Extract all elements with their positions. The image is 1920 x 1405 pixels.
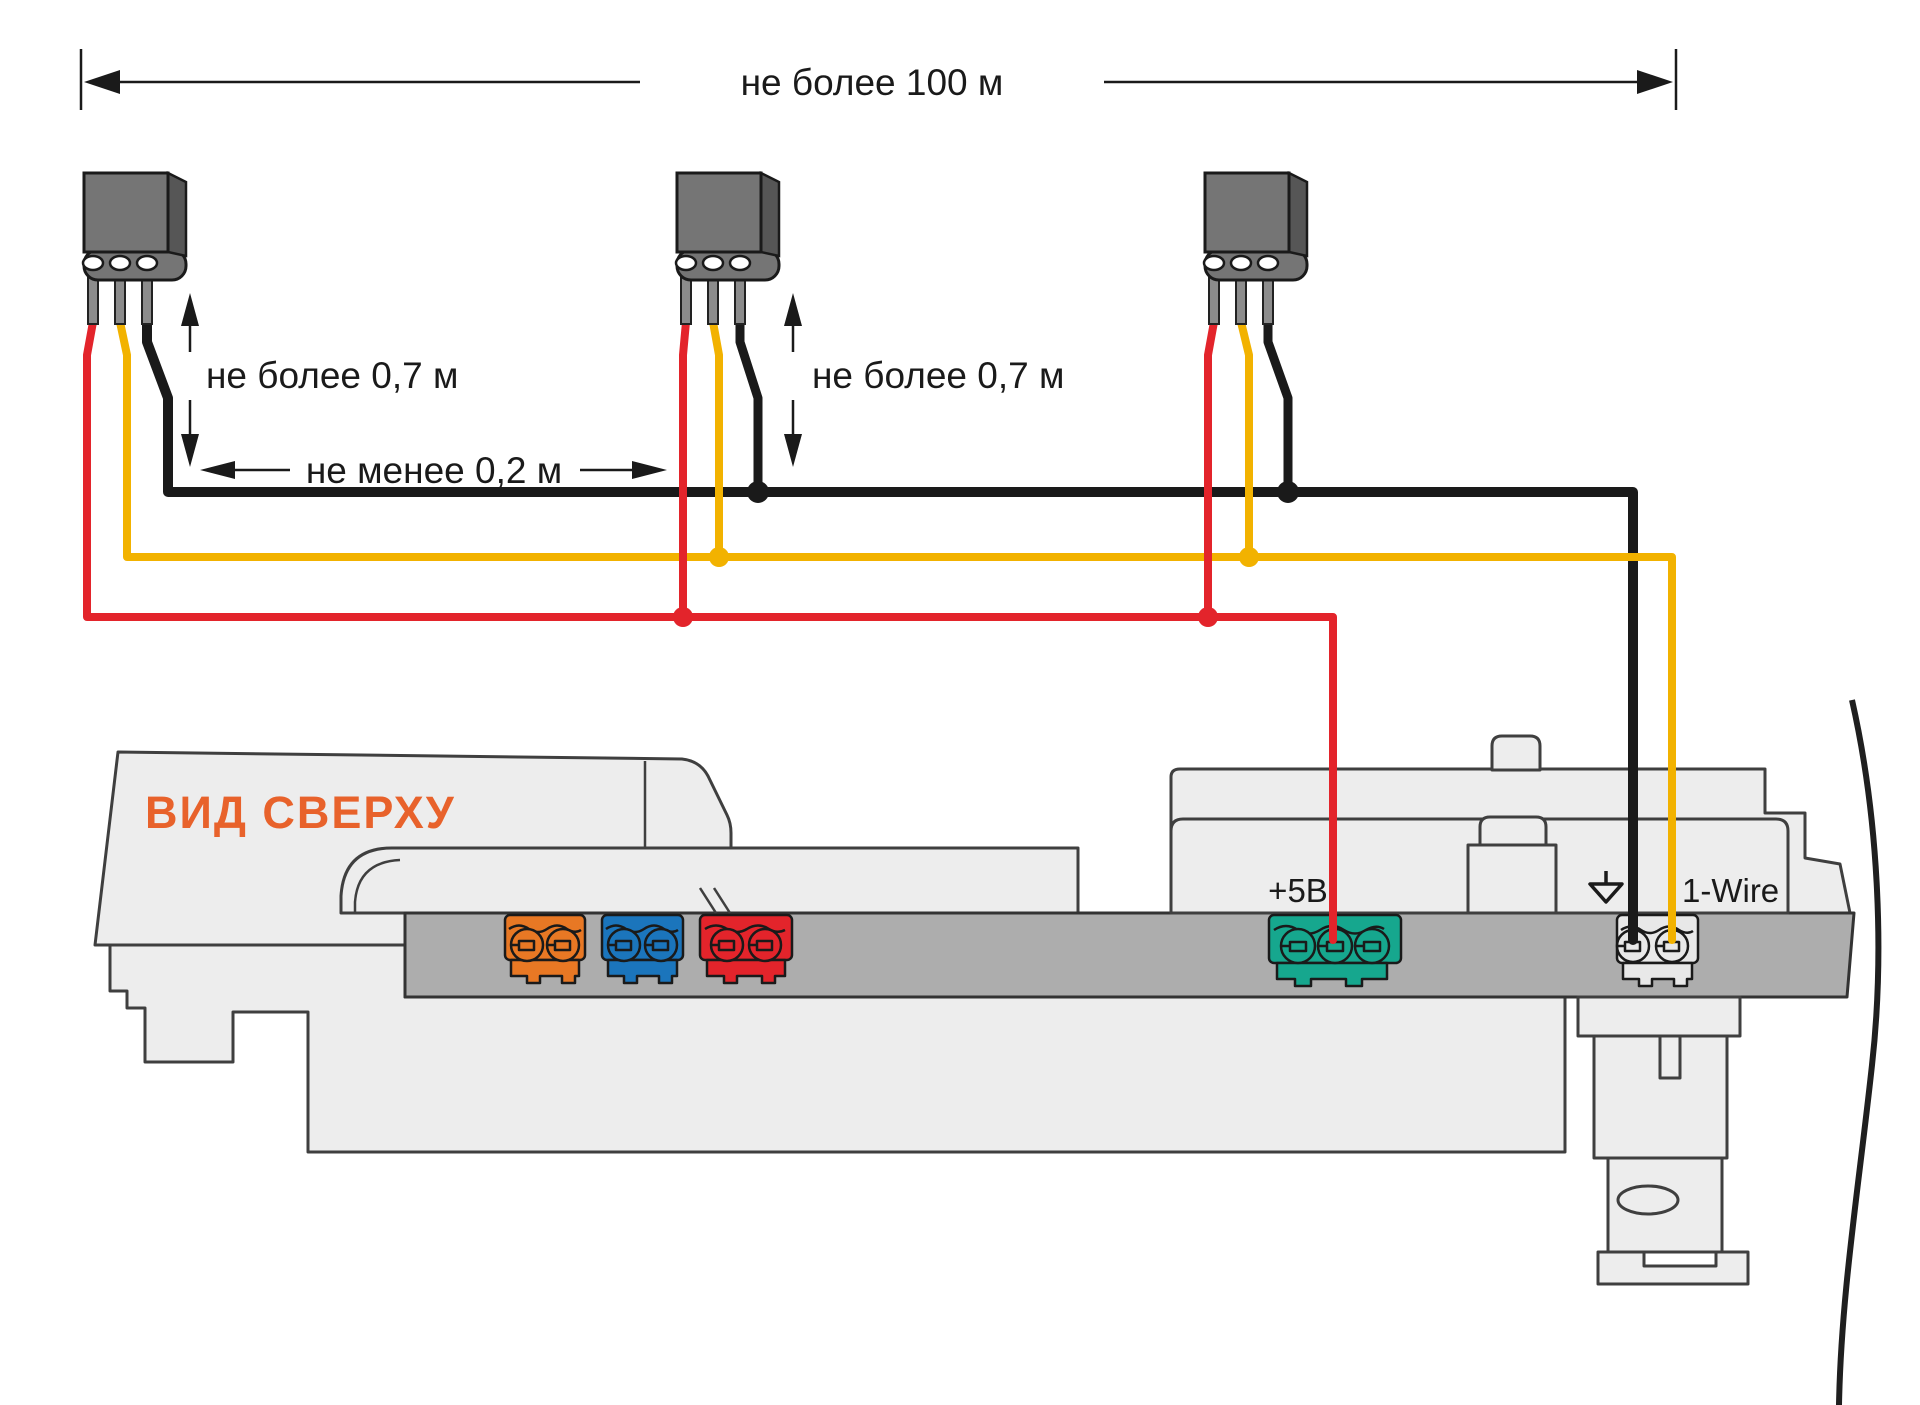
pump-feet xyxy=(1596,1250,1750,1286)
terminal-red xyxy=(698,913,794,985)
dimension-drop-1 xyxy=(181,293,199,467)
band-seam-2 xyxy=(712,887,732,914)
device-boss-small xyxy=(1490,734,1542,772)
junction-red-3 xyxy=(1198,607,1218,627)
wire-yellow-bus xyxy=(116,318,1676,944)
sensor-1 xyxy=(81,170,188,325)
ground-icon xyxy=(1588,871,1624,904)
sensor-2 xyxy=(674,170,781,325)
device-inner-slab-contour xyxy=(353,858,401,913)
sensors xyxy=(81,170,1309,325)
device-boss-cap xyxy=(1478,815,1548,847)
label-min-spacing: не менее 0,2 м xyxy=(306,450,562,491)
junction-yellow-2 xyxy=(709,547,729,567)
wire-yellow-sensor2 xyxy=(709,318,723,561)
wire-red-bus xyxy=(83,318,1337,944)
dim-arrow-right xyxy=(1637,70,1673,94)
pump-notch xyxy=(1658,1036,1682,1080)
label-1wire: 1-Wire xyxy=(1682,872,1779,909)
dim-arrow-left xyxy=(84,70,120,94)
dimension-total-length xyxy=(79,49,1678,110)
label-max-drop-2: не более 0,7 м xyxy=(812,355,1064,396)
wire-black-bus xyxy=(142,317,1638,945)
sensor-3 xyxy=(1202,170,1309,325)
wire-black-sensor3 xyxy=(1263,317,1293,497)
junction-black-3 xyxy=(1277,481,1299,503)
wire-black-sensor2 xyxy=(735,317,763,497)
view-label: ВИД СВЕРХУ xyxy=(145,787,456,838)
label-max-total: не более 100 м xyxy=(741,62,1004,103)
wires xyxy=(83,317,1676,945)
junction-black-2 xyxy=(747,481,769,503)
label-max-drop-1: не более 0,7 м xyxy=(206,355,458,396)
dimension-drop-2 xyxy=(784,293,802,467)
dimension-min-spacing xyxy=(200,461,667,479)
wire-red-sensor2 xyxy=(679,318,690,621)
terminal-orange xyxy=(503,913,587,985)
device-top-view xyxy=(93,699,1882,1405)
label-plus5v: +5В xyxy=(1268,872,1328,909)
junction-red-2 xyxy=(673,607,693,627)
junction-yellow-3 xyxy=(1239,547,1259,567)
terminal-blue xyxy=(600,913,685,985)
band-seam-1 xyxy=(698,887,718,914)
device-inner-slab xyxy=(339,846,1080,915)
pump-top xyxy=(1576,995,1742,1038)
pump-oval xyxy=(1616,1184,1680,1216)
housing-curve xyxy=(1836,699,1882,1405)
wire-red-sensor3 xyxy=(1204,318,1218,621)
wire-yellow-sensor3 xyxy=(1237,318,1253,561)
pump-mid xyxy=(1592,1034,1729,1160)
device-boss-body xyxy=(1466,843,1558,915)
device-right-slab xyxy=(1169,817,1790,915)
